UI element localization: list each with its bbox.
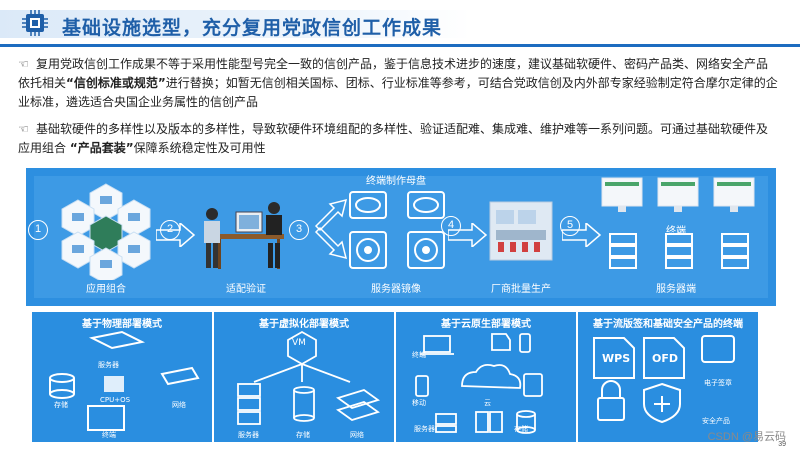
bullet-2-text-end: 保障系统稳定性及可用性 bbox=[133, 141, 266, 155]
label-e-seal: 电子签章 bbox=[704, 379, 732, 387]
label-terminal: 终端 bbox=[666, 226, 686, 237]
card-title: 基于流版签和基础安全产品的终端 bbox=[593, 319, 743, 330]
page-number: 39 bbox=[778, 441, 786, 448]
cloud-native-icons bbox=[415, 333, 543, 434]
label-ofd: OFD bbox=[652, 352, 678, 365]
branch-arrows-icon bbox=[314, 198, 348, 260]
page-title: 基础设施选型，充分复用党政信创工作成果 bbox=[62, 17, 443, 39]
adaptation-team-icon bbox=[204, 202, 284, 269]
label-storage: 存储 bbox=[296, 431, 310, 439]
step-number-4: 4 bbox=[441, 216, 461, 236]
title-rule bbox=[0, 44, 800, 47]
label-server-image: 服务器镜像 bbox=[371, 284, 421, 295]
label-security-product: 安全产品 bbox=[702, 417, 730, 425]
label-storage: 存储 bbox=[514, 425, 528, 433]
terminals-servers-icon bbox=[601, 177, 755, 269]
step-number-1: 1 bbox=[28, 220, 48, 240]
bullet-1-text: 复用党政信创工作成果不等于采用性能型号完全一致的信创产品，鉴于信息技术进步的速度… bbox=[18, 57, 769, 90]
bullet-2: ☜基础软硬件的多样性以及版本的多样性，导致软硬件环境组配的多样性、验证适配难、集… bbox=[18, 120, 778, 158]
label-server: 服务器 bbox=[98, 361, 119, 369]
label-storage: 存储 bbox=[54, 401, 68, 409]
card-title: 基于物理部署模式 bbox=[82, 319, 162, 330]
watermark: CSDN @易云码 bbox=[707, 431, 786, 443]
bullet-1-bold: “信创标准或规范” bbox=[66, 76, 166, 90]
disk-drives-icon bbox=[349, 191, 445, 269]
security-products-icons bbox=[593, 335, 735, 424]
bullet-1-text-end: 进行替换；如暂无信创相关国标、团标、行业标准等参考，可结合党政信创及内外部专家经… bbox=[18, 76, 778, 109]
bullet-1: ☜复用党政信创工作成果不等于采用性能型号完全一致的信创产品，鉴于信息技术进步的速… bbox=[18, 55, 778, 112]
title-band bbox=[0, 10, 470, 38]
arrow-icon bbox=[448, 223, 488, 247]
card-security-terminal: 基于流版签和基础安全产品的终端 WPS OFD 电子签章 安全产品 bbox=[578, 312, 758, 442]
label-server: 服务器 bbox=[414, 425, 435, 433]
label-adapt-verify: 适配验证 bbox=[226, 284, 266, 295]
bullet-2-text: 基础软硬件的多样性以及版本的多样性，导致软硬件环境组配的多样性、验证适配难、集成… bbox=[18, 122, 769, 155]
label-master-disk: 终端制作母盘 bbox=[366, 176, 426, 187]
label-terminal: 终端 bbox=[412, 351, 426, 359]
label-server: 服务器 bbox=[238, 431, 259, 439]
card-virtualization-deployment: 基于虚拟化部署模式 VM 服务器 存储 网络 bbox=[214, 312, 394, 442]
arrow-icon bbox=[156, 223, 196, 247]
title-bar: 基础设施选型，充分复用党政信创工作成果 bbox=[0, 0, 800, 47]
app-combo-icon bbox=[61, 183, 151, 280]
label-wps: WPS bbox=[602, 352, 631, 365]
label-server-side: 服务器端 bbox=[656, 284, 696, 295]
label-mass-production: 厂商批量生产 bbox=[491, 284, 551, 295]
label-app-combo: 应用组合 bbox=[86, 284, 126, 295]
label-network: 网络 bbox=[350, 431, 364, 439]
card-cloud-native-deployment: 基于云原生部署模式 终端 移动 云 服务器 存储 bbox=[396, 312, 576, 442]
label-cloud: 云 bbox=[484, 399, 491, 407]
card-title: 基于虚拟化部署模式 bbox=[259, 319, 349, 330]
physical-deployment-icons bbox=[49, 330, 200, 431]
label-mobile: 移动 bbox=[412, 399, 426, 407]
pointing-hand-icon: ☜ bbox=[18, 57, 29, 71]
label-cpu-os: CPU+OS bbox=[100, 396, 131, 404]
flow-panel: 1 应用组合 2 bbox=[26, 168, 776, 306]
label-network: 网络 bbox=[172, 401, 186, 409]
factory-icon bbox=[489, 201, 553, 261]
step-number-5: 5 bbox=[560, 216, 580, 236]
label-vm: VM bbox=[292, 338, 306, 348]
label-terminal: 终端 bbox=[102, 431, 116, 439]
chip-icon bbox=[22, 10, 48, 36]
virtualization-icons bbox=[237, 330, 381, 425]
step-number-3: 3 bbox=[289, 220, 309, 240]
step-number-2: 2 bbox=[160, 220, 180, 240]
card-physical-deployment: 基于物理部署模式 服务器 CPU+OS 存储 网络 终端 bbox=[32, 312, 212, 442]
arrow-icon bbox=[562, 223, 602, 247]
bullet-2-bold: “产品套装” bbox=[69, 141, 134, 155]
card-title: 基于云原生部署模式 bbox=[441, 319, 531, 330]
pointing-hand-icon: ☜ bbox=[18, 122, 29, 136]
